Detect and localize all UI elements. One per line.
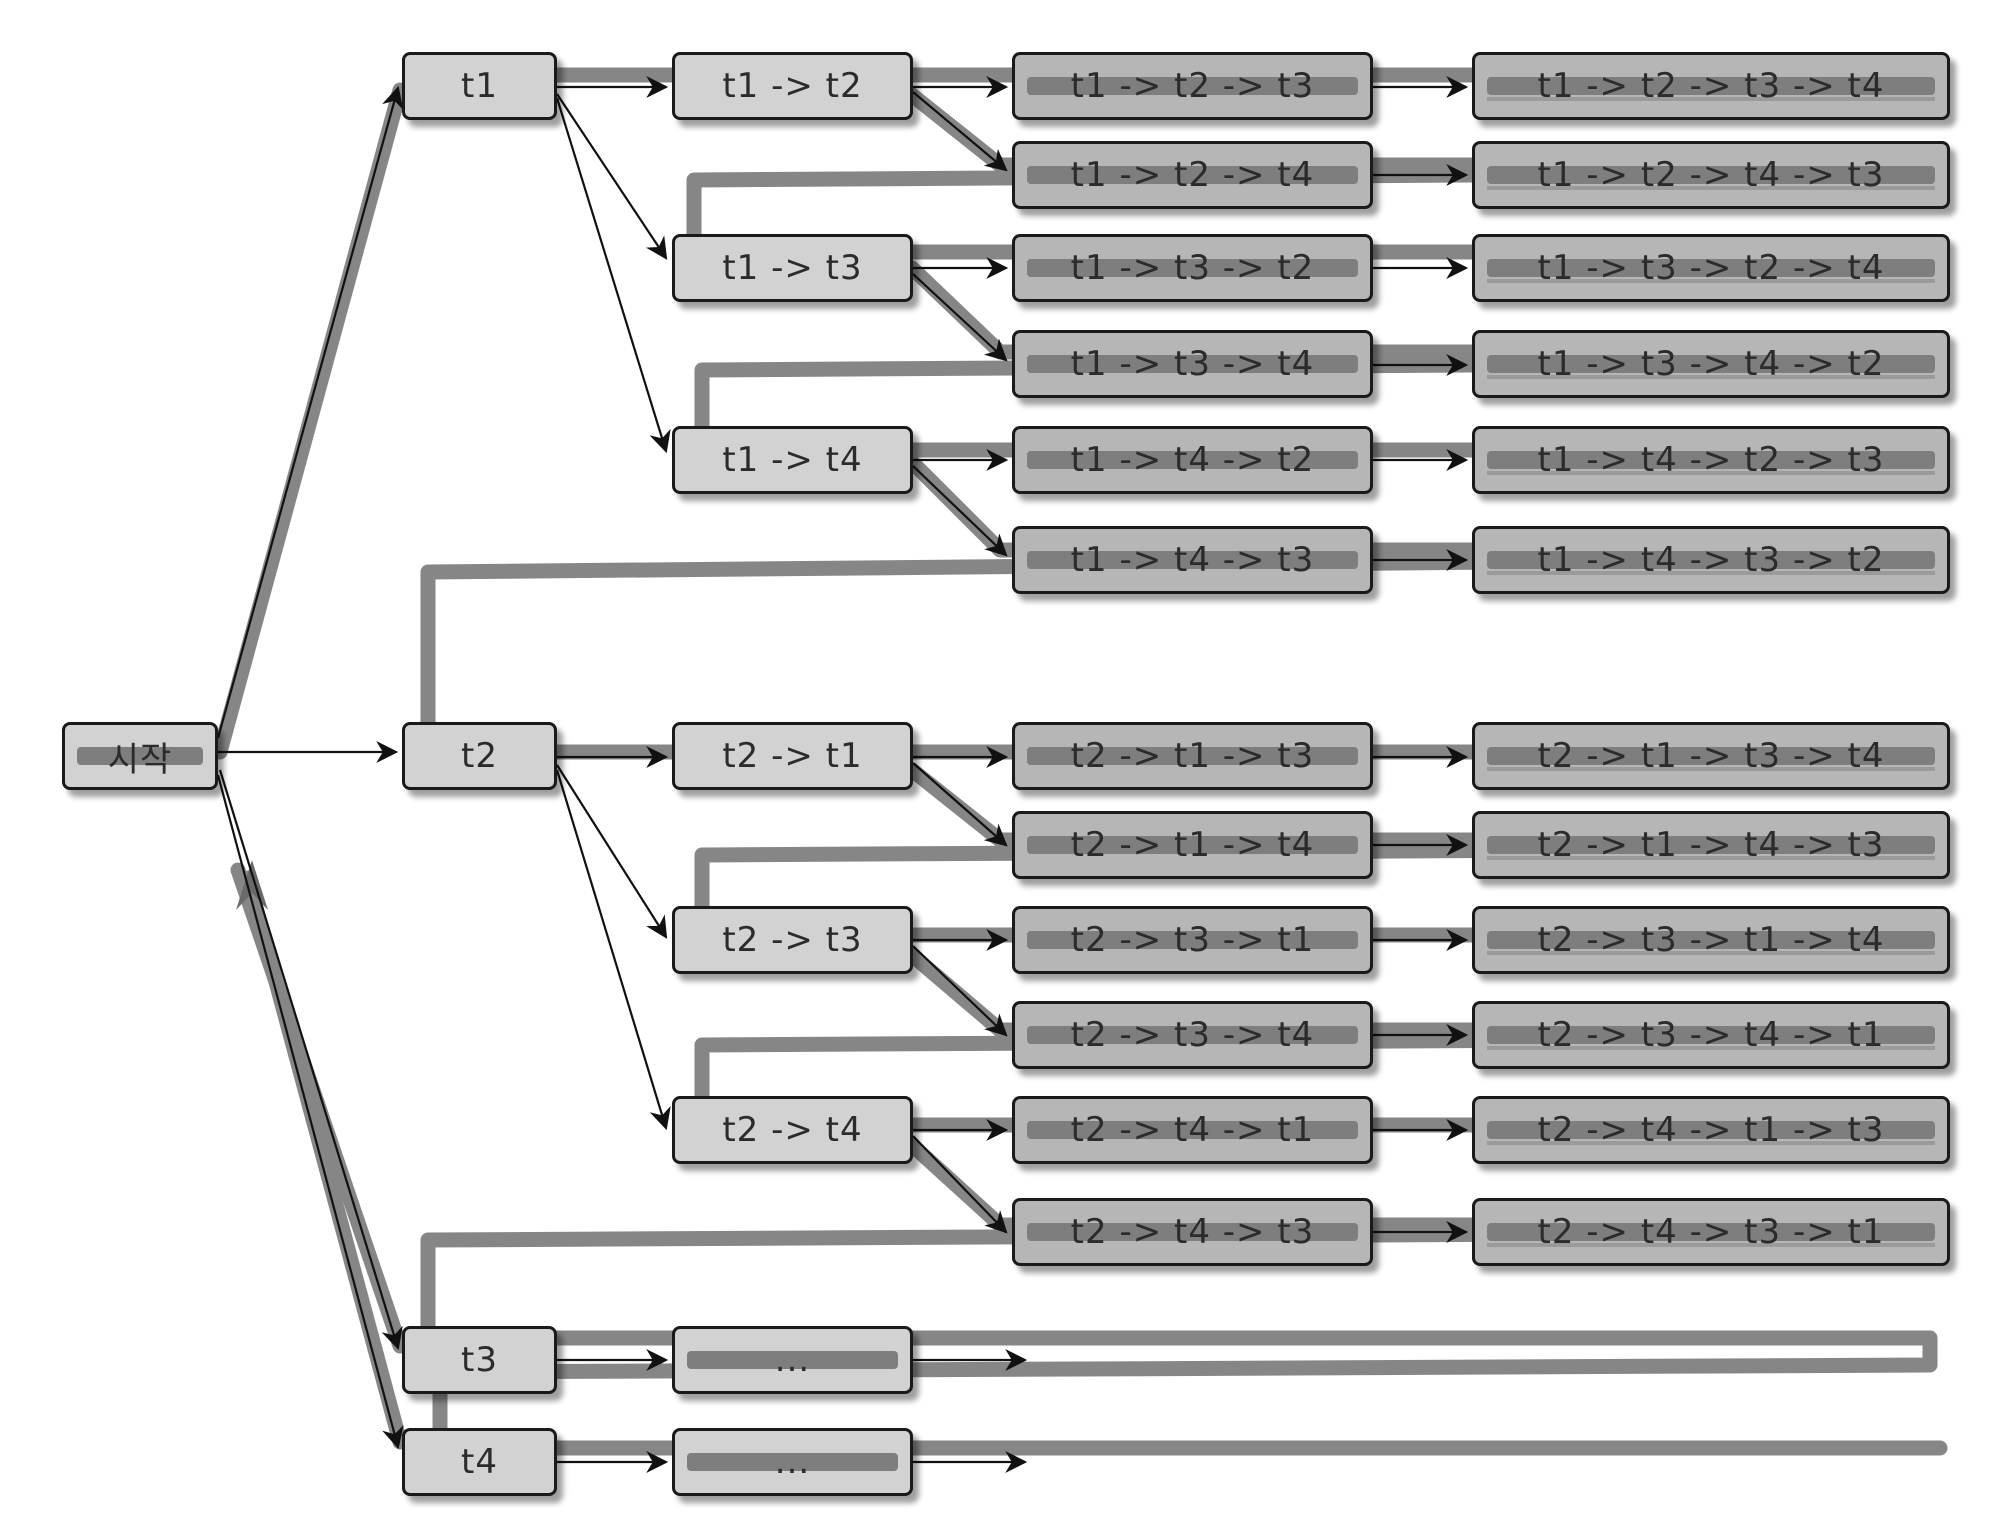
node-start: 시작 [62, 722, 218, 790]
node-t2-t1: t2 -> t1 [672, 722, 913, 790]
node-label: t2 -> t4 [722, 1110, 863, 1150]
node-t1-t2-t4: t1 -> t2 -> t4 [1012, 141, 1373, 209]
node-t2-t4-t3: t2 -> t4 -> t3 [1012, 1198, 1373, 1266]
node-label: t2 -> t1 [722, 736, 863, 776]
node-t3-more: ... [672, 1326, 913, 1394]
node-label: t1 -> t3 [722, 248, 863, 288]
node-t4-more: ... [672, 1428, 913, 1496]
node-t1-t3-t4-t2: t1 -> t3 -> t4 -> t2 [1472, 330, 1950, 398]
node-label: t4 [461, 1442, 498, 1482]
node-t1-t3: t1 -> t3 [672, 234, 913, 302]
node-label: t1 -> t2 [722, 66, 863, 106]
node-t2: t2 [402, 722, 557, 790]
node-label: t1 -> t2 -> t4 [1070, 155, 1315, 195]
node-label: t1 -> t3 -> t4 -> t2 [1537, 344, 1885, 384]
node-t2-t4-t1: t2 -> t4 -> t1 [1012, 1096, 1373, 1164]
node-label: t2 -> t4 -> t1 -> t3 [1537, 1110, 1885, 1150]
node-t1-t2-t3-t4: t1 -> t2 -> t3 -> t4 [1472, 52, 1950, 120]
node-t1-t4-t3-t2: t1 -> t4 -> t3 -> t2 [1472, 526, 1950, 594]
node-label: t1 -> t3 -> t4 [1070, 344, 1315, 384]
node-t2-t3-t1-t4: t2 -> t3 -> t1 -> t4 [1472, 906, 1950, 974]
node-t4: t4 [402, 1428, 557, 1496]
node-t1-t3-t2-t4: t1 -> t3 -> t2 -> t4 [1472, 234, 1950, 302]
node-label: t1 [461, 66, 498, 106]
node-t1-t4-t2-t3: t1 -> t4 -> t2 -> t3 [1472, 426, 1950, 494]
node-label: t2 -> t1 -> t3 -> t4 [1537, 736, 1885, 776]
node-t1: t1 [402, 52, 557, 120]
node-t1-t4-t2: t1 -> t4 -> t2 [1012, 426, 1373, 494]
node-label: t1 -> t2 -> t4 -> t3 [1537, 155, 1885, 195]
node-t2-t3-t4: t2 -> t3 -> t4 [1012, 1001, 1373, 1069]
node-label: ... [774, 1442, 811, 1482]
node-t2-t4: t2 -> t4 [672, 1096, 913, 1164]
node-t1-t3-t4: t1 -> t3 -> t4 [1012, 330, 1373, 398]
node-label: t2 -> t4 -> t3 [1070, 1212, 1315, 1252]
node-label: t1 -> t4 -> t3 -> t2 [1537, 540, 1885, 580]
node-label: t2 -> t3 -> t4 [1070, 1015, 1315, 1055]
node-label: ... [774, 1340, 811, 1380]
node-t2-t3: t2 -> t3 [672, 906, 913, 974]
node-label: 시작 [107, 739, 173, 780]
node-t3: t3 [402, 1326, 557, 1394]
node-t2-t1-t3-t4: t2 -> t1 -> t3 -> t4 [1472, 722, 1950, 790]
node-label: t1 -> t2 -> t3 [1070, 66, 1315, 106]
node-t2-t1-t4-t3: t2 -> t1 -> t4 -> t3 [1472, 811, 1950, 879]
node-label: t2 -> t4 -> t1 [1070, 1110, 1315, 1150]
node-t2-t1-t4: t2 -> t1 -> t4 [1012, 811, 1373, 879]
node-t1-t2-t3: t1 -> t2 -> t3 [1012, 52, 1373, 120]
node-label: t1 -> t4 -> t2 -> t3 [1537, 440, 1885, 480]
node-t1-t2-t4-t3: t1 -> t2 -> t4 -> t3 [1472, 141, 1950, 209]
node-t2-t3-t1: t2 -> t3 -> t1 [1012, 906, 1373, 974]
node-label: t1 -> t4 [722, 440, 863, 480]
node-t2-t3-t4-t1: t2 -> t3 -> t4 -> t1 [1472, 1001, 1950, 1069]
node-label: t2 -> t3 [722, 920, 863, 960]
node-label: t2 -> t1 -> t4 -> t3 [1537, 825, 1885, 865]
node-label: t1 -> t4 -> t2 [1070, 440, 1315, 480]
node-t2-t4-t3-t1: t2 -> t4 -> t3 -> t1 [1472, 1198, 1950, 1266]
node-label: t2 -> t3 -> t1 -> t4 [1537, 920, 1885, 960]
node-t1-t4: t1 -> t4 [672, 426, 913, 494]
node-label: t2 -> t3 -> t4 -> t1 [1537, 1015, 1885, 1055]
node-t1-t4-t3: t1 -> t4 -> t3 [1012, 526, 1373, 594]
node-label: t2 -> t3 -> t1 [1070, 920, 1315, 960]
node-label: t2 [461, 736, 498, 776]
node-label: t1 -> t2 -> t3 -> t4 [1537, 66, 1885, 106]
node-t1-t3-t2: t1 -> t3 -> t2 [1012, 234, 1373, 302]
node-t1-t2: t1 -> t2 [672, 52, 913, 120]
node-label: t3 [461, 1340, 498, 1380]
node-t2-t4-t1-t3: t2 -> t4 -> t1 -> t3 [1472, 1096, 1950, 1164]
node-label: t1 -> t3 -> t2 -> t4 [1537, 248, 1885, 288]
node-label: t2 -> t4 -> t3 -> t1 [1537, 1212, 1885, 1252]
node-label: t2 -> t1 -> t3 [1070, 736, 1315, 776]
node-label: t1 -> t4 -> t3 [1070, 540, 1315, 580]
node-t2-t1-t3: t2 -> t1 -> t3 [1012, 722, 1373, 790]
node-label: t2 -> t1 -> t4 [1070, 825, 1315, 865]
edge-arrows [216, 76, 1469, 1473]
node-label: t1 -> t3 -> t2 [1070, 248, 1315, 288]
